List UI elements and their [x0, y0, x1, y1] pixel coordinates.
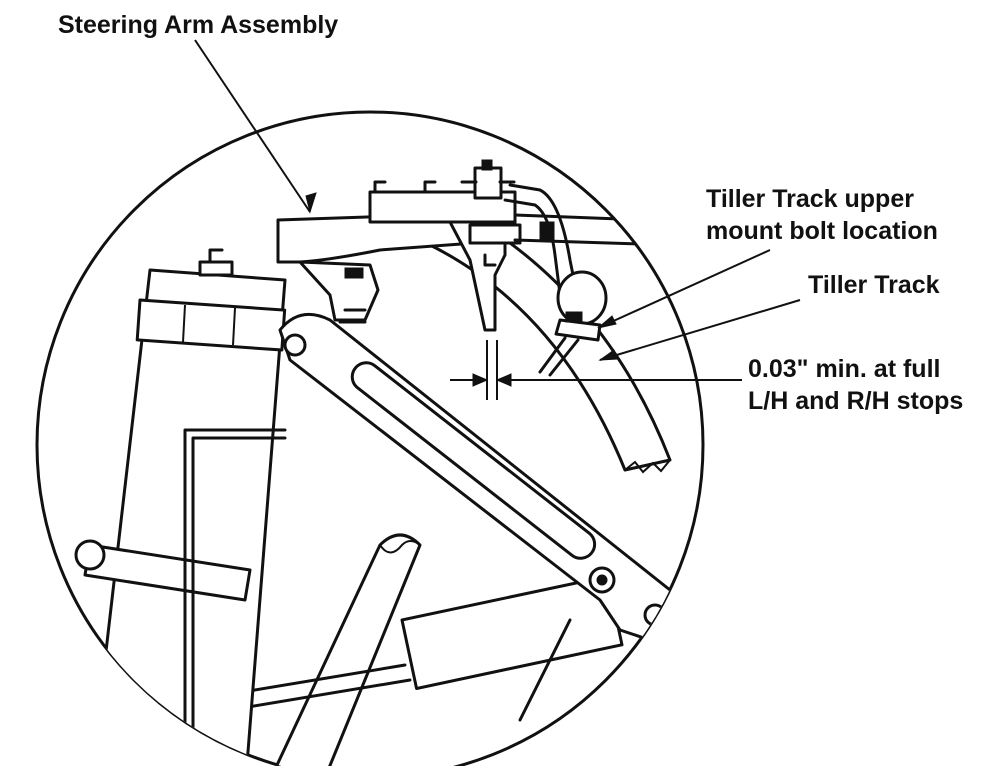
- label-steering-arm-assembly: Steering Arm Assembly: [58, 11, 339, 39]
- label-tiller-track-upper-line2: mount bolt location: [706, 217, 938, 245]
- clearance-gap-lines: [486, 340, 498, 400]
- leader-upper-mount: [597, 249, 771, 329]
- leader-steering-arm: [194, 39, 311, 213]
- l-rod: [183, 428, 287, 766]
- label-tiller-track: Tiller Track: [808, 271, 940, 299]
- strut-clamp-top: [135, 298, 287, 352]
- label-tiller-track-upper-line1: Tiller Track upper: [706, 185, 914, 213]
- detail-circle: [35, 110, 705, 766]
- arrow-steering-arm: [305, 192, 317, 214]
- leader-tiller-track: [599, 299, 801, 361]
- link-slot: [350, 361, 597, 560]
- mount-strap: [508, 183, 582, 312]
- label-clearance-line1: 0.03" min. at full: [748, 355, 941, 383]
- lower-frame-tube: [268, 533, 422, 766]
- label-clearance-line2: L/H and R/H stops: [748, 387, 964, 415]
- vertical-strut: [88, 268, 287, 766]
